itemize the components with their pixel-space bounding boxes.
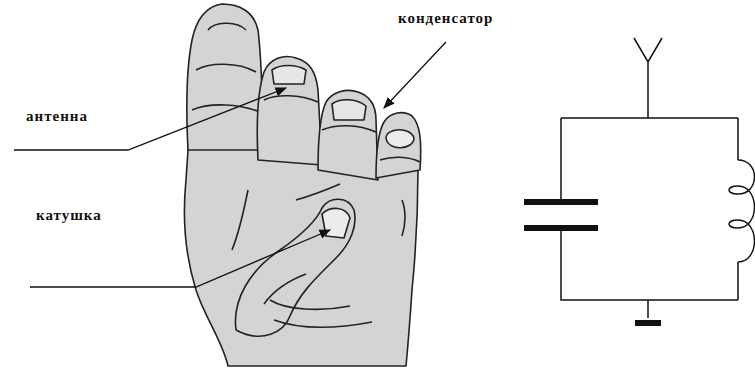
hand-drawing — [184, 4, 420, 366]
leader-line — [14, 88, 286, 150]
part-label: конденсатор — [398, 10, 493, 27]
part-label: катушка — [36, 207, 102, 224]
inductor-coil — [729, 160, 755, 262]
part-label: антенна — [26, 108, 88, 125]
capacitor-symbol — [524, 202, 598, 228]
leader-lines — [14, 42, 446, 287]
wire — [647, 300, 649, 318]
ground-symbol — [635, 320, 661, 326]
leader-line — [30, 230, 330, 287]
wire — [561, 118, 738, 300]
antenna-symbol — [634, 38, 662, 118]
leader-line — [384, 42, 446, 108]
lc-circuit-schematic — [524, 38, 755, 323]
